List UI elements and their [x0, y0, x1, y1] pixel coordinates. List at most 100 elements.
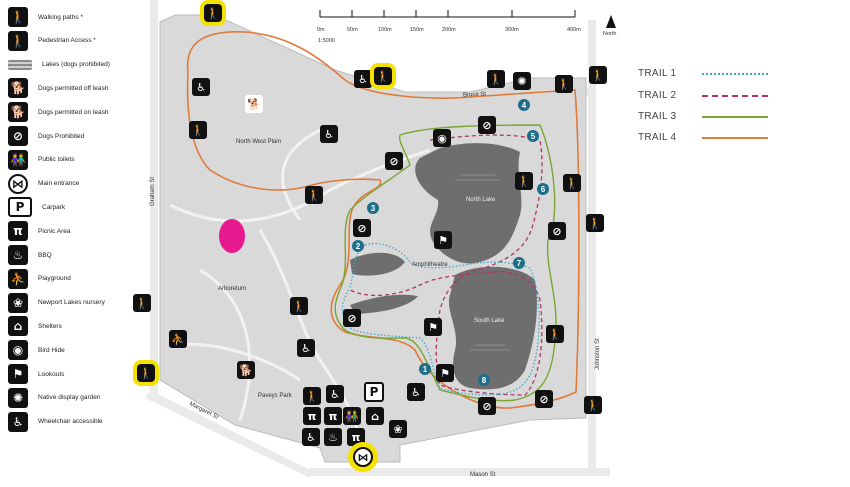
- legend-label: Walking paths *: [38, 13, 83, 21]
- nursery-icon[interactable]: ❀: [389, 420, 407, 438]
- native-garden-icon: ✺: [8, 387, 28, 408]
- waypoint-1[interactable]: 1: [419, 363, 431, 375]
- label-south-lake: South Lake: [474, 318, 505, 324]
- waypoint-5[interactable]: 5: [527, 130, 539, 142]
- legend-label: Pedestrian Access *: [38, 37, 96, 45]
- walking-icon[interactable]: 🚶: [515, 172, 533, 190]
- dogs-prohibited-icon[interactable]: ⊘: [343, 309, 361, 327]
- lookouts-icon[interactable]: ⚑: [424, 318, 442, 336]
- lookouts-icon[interactable]: ⚑: [436, 364, 454, 382]
- lookouts-icon[interactable]: ⚑: [434, 231, 452, 249]
- dogs-prohibited-icon[interactable]: ⊘: [385, 152, 403, 170]
- legend-row: ⚑Lookouts: [8, 363, 64, 385]
- waypoint-2[interactable]: 2: [352, 240, 364, 252]
- walking-icon[interactable]: 🚶: [305, 186, 323, 204]
- south-lake-shape: [448, 266, 537, 390]
- picnic-icon[interactable]: π: [303, 407, 321, 425]
- legend-label: Public toilets: [38, 156, 75, 164]
- walking-icon[interactable]: 🚶: [303, 387, 321, 405]
- scale-tick-0: 0m: [317, 27, 325, 33]
- legend-label: Native display garden: [38, 394, 101, 402]
- scale-tick-50: 50m: [347, 27, 358, 33]
- pedestrian-access-icon[interactable]: 🚶: [487, 70, 505, 88]
- wheelchair-icon[interactable]: ♿: [302, 428, 320, 446]
- legend-label: Dogs permitted off leash: [38, 84, 109, 92]
- legend-row: ❀Newport Lakes nursery: [8, 292, 105, 314]
- walking-icon[interactable]: 🚶: [290, 297, 308, 315]
- legend-label: Dogs permitted on leash: [38, 108, 109, 116]
- scale-tick-400: 400m: [567, 27, 581, 33]
- trail-3-swatch: [702, 115, 768, 118]
- bbq-icon: ♨: [8, 245, 28, 265]
- legend-row: Lakes (dogs prohibited): [8, 54, 110, 76]
- wheelchair-icon[interactable]: ♿: [192, 78, 210, 96]
- pedestrian-access-icon[interactable]: 🚶: [204, 4, 222, 22]
- walking-icon[interactable]: 🚶: [189, 121, 207, 139]
- toilets-icon: 👫: [8, 149, 28, 170]
- wheelchair-icon[interactable]: ♿: [297, 339, 315, 357]
- trail-2-swatch: [702, 94, 768, 97]
- street-mason: Mason St: [470, 472, 496, 478]
- walking-icon[interactable]: 🚶: [563, 174, 581, 192]
- main-entrance-icon[interactable]: ⋈: [353, 447, 373, 467]
- wheelchair-icon[interactable]: ♿: [320, 125, 338, 143]
- legend-label: Lookouts: [38, 370, 65, 378]
- dogs-prohibited-icon[interactable]: ⊘: [548, 222, 566, 240]
- legend-row: 👫 Public toilets: [8, 149, 75, 171]
- dog-on-leash-icon: 🐕: [8, 102, 28, 123]
- trail-3-label: TRAIL 3: [638, 111, 677, 122]
- dog-on-leash-icon[interactable]: 🐕: [237, 361, 255, 379]
- wheelchair-icon[interactable]: ♿: [354, 70, 372, 88]
- pedestrian-access-icon[interactable]: 🚶: [137, 364, 155, 382]
- legend-label: Main entrance: [38, 180, 80, 188]
- pedestrian-access-icon[interactable]: 🚶: [589, 66, 607, 84]
- walking-icon: 🚶: [8, 7, 28, 27]
- pedestrian-access-icon[interactable]: 🚶: [586, 214, 604, 232]
- label-amphitheatre: Amphitheatre: [412, 262, 448, 268]
- waypoint-3[interactable]: 3: [367, 202, 379, 214]
- picnic-icon: π: [8, 221, 28, 242]
- trail-key-1: TRAIL 1: [638, 68, 768, 79]
- wheelchair-icon[interactable]: ♿: [326, 385, 344, 403]
- legend-row: 🚶Pedestrian Access *: [8, 30, 96, 52]
- legend-label: Wheelchair accessible: [38, 418, 103, 426]
- legend-label: Shelters: [38, 322, 62, 330]
- dog-off-leash-icon[interactable]: 🐕: [245, 95, 263, 113]
- pedestrian-access-icon[interactable]: 🚶: [584, 396, 602, 414]
- walking-icon[interactable]: 🚶: [555, 75, 573, 93]
- carpark-icon[interactable]: P: [364, 382, 384, 402]
- shelters-icon[interactable]: ⌂: [366, 407, 384, 425]
- picnic-icon[interactable]: π: [347, 428, 365, 446]
- north-label: North: [603, 31, 617, 37]
- waypoint-4[interactable]: 4: [518, 99, 530, 111]
- legend-label: Picnic Area: [38, 227, 71, 235]
- legend-label: BBQ: [38, 251, 52, 259]
- waypoint-7[interactable]: 7: [513, 257, 525, 269]
- walking-icon[interactable]: 🚶: [546, 325, 564, 343]
- dog-off-leash-icon: 🐕: [8, 78, 28, 99]
- native-garden-icon[interactable]: ✺: [513, 72, 531, 90]
- label-north-lake: North Lake: [466, 197, 496, 203]
- pedestrian-access-icon[interactable]: 🚶: [374, 67, 392, 85]
- shelters-icon: ⌂: [8, 316, 28, 337]
- dogs-prohibited-icon[interactable]: ⊘: [478, 116, 496, 134]
- legend-label: Dogs Prohibited: [38, 132, 85, 140]
- dogs-prohibited-icon[interactable]: ⊘: [535, 390, 553, 408]
- trail-key-2: TRAIL 2: [638, 90, 768, 101]
- street-johnston: Johnston St: [595, 338, 601, 370]
- dogs-prohibited-icon[interactable]: ⊘: [478, 397, 496, 415]
- bird-hide-icon[interactable]: ◉: [433, 129, 451, 147]
- nursery-icon: ❀: [8, 292, 28, 313]
- lake-icon: [8, 59, 32, 70]
- dogs-prohibited-icon: ⊘: [8, 126, 28, 146]
- scale-tick-300: 300m: [505, 27, 519, 33]
- pedestrian-access-icon[interactable]: 🚶: [133, 294, 151, 312]
- dogs-prohibited-icon[interactable]: ⊘: [353, 219, 371, 237]
- waypoint-8[interactable]: 8: [478, 374, 490, 386]
- bbq-icon[interactable]: ♨: [324, 428, 342, 446]
- waypoint-6[interactable]: 6: [537, 183, 549, 195]
- playground-icon[interactable]: ⛹: [169, 330, 187, 348]
- toilets-icon[interactable]: 👫: [343, 407, 361, 425]
- wheelchair-icon[interactable]: ♿: [407, 383, 425, 401]
- picnic-icon[interactable]: π: [324, 407, 342, 425]
